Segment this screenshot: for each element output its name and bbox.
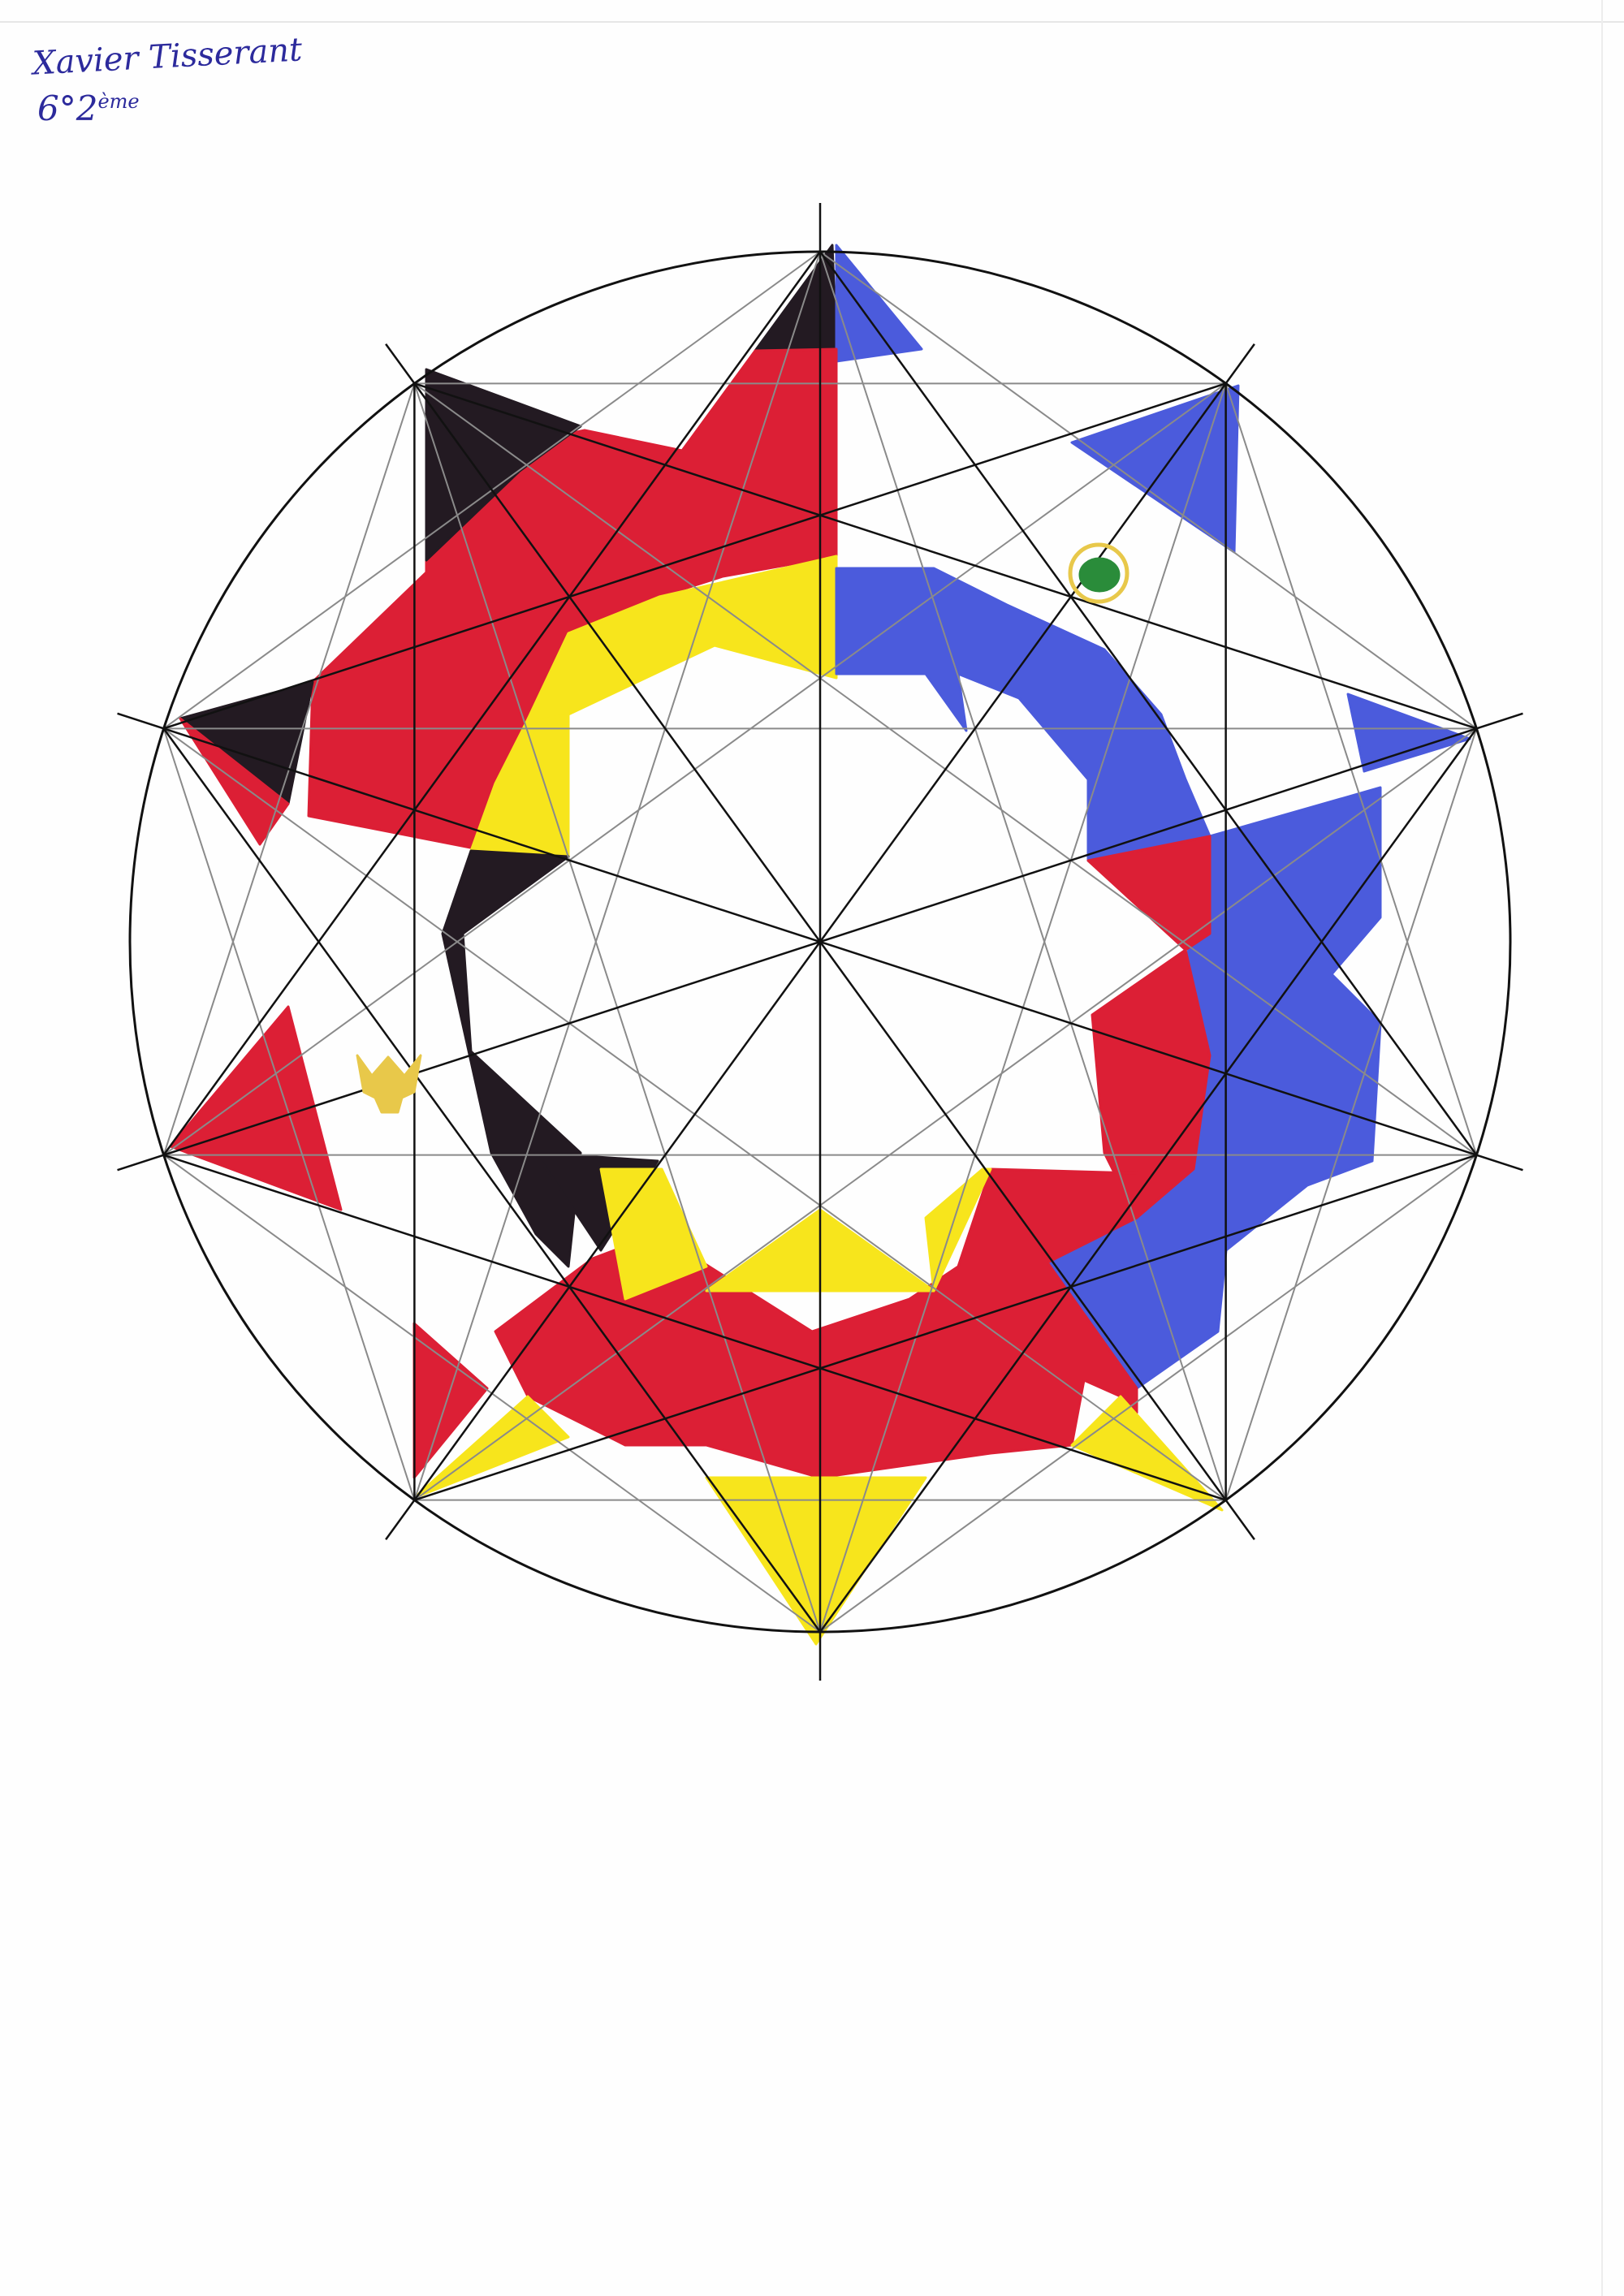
region-yellow-bottom-right-tip [1070,1395,1224,1512]
star-edge [818,251,1478,1156]
region-blue-arc [835,567,1212,862]
class-number: 6°2 [37,88,98,128]
star-edge [162,251,822,1156]
region-top-spike-blue [835,244,923,363]
colored-regions [169,244,1471,1646]
star-edge [413,382,1477,730]
region-yellow-lower-left [599,1167,708,1301]
region-blue-right-tip [1346,693,1471,773]
green-circle-icon-blob [1078,557,1121,593]
green-circle-icon-ring [1068,542,1129,604]
gold-eagle-icon [356,1054,422,1114]
scan-edge-top [0,21,1624,23]
scan-edge-right [1601,0,1603,2296]
region-right-red-lower [1091,948,1212,1219]
star-edge [163,382,1227,730]
radial-line [385,343,1255,1540]
student-signature: Xavier Tisserant 6°2ème [32,31,303,131]
region-yellow-lower-right [924,1167,992,1293]
star-edge [413,1154,1477,1501]
region-upper-right-blue-spike [1070,384,1240,554]
class-suffix: ème [97,90,140,113]
ink-lines [117,203,1523,1681]
student-class: 6°2ème [32,80,302,131]
star-edge [163,1154,1227,1501]
star-edge [818,727,1478,1633]
star-edge [162,727,822,1633]
gold-eagle-icon-shape [356,1054,422,1114]
region-left-red-tip [179,717,290,846]
region-top-spike-black [754,244,838,352]
green-circle-icon [1068,542,1129,604]
